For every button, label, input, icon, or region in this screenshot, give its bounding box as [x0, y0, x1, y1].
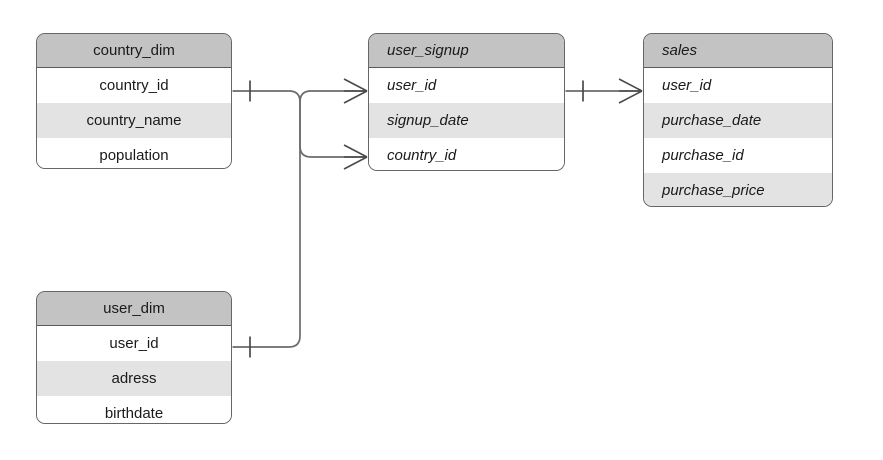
- attribute-list-country-dim: country_id country_name population: [37, 68, 231, 168]
- entity-user-dim[interactable]: user_dim user_id adress birthdate: [36, 291, 232, 424]
- cardinality-many-crowfoot-user-signup-country-id: [343, 144, 368, 170]
- relationship-user-signup-to-sales[interactable]: [565, 78, 643, 104]
- attribute-row-population[interactable]: population: [37, 138, 231, 168]
- attribute-row-purchase-id[interactable]: purchase_id: [644, 138, 832, 173]
- relationship-line-user-dim-to-user-signup: [232, 90, 367, 348]
- entity-title-user-signup: user_signup: [369, 34, 564, 68]
- attribute-row-user-id[interactable]: user_id: [369, 68, 564, 103]
- attribute-list-sales: user_id purchase_date purchase_id purcha…: [644, 68, 832, 206]
- attribute-row-purchase-price[interactable]: purchase_price: [644, 173, 832, 206]
- entity-country-dim[interactable]: country_dim country_id country_name popu…: [36, 33, 232, 169]
- relationship-country-dim-to-user-signup[interactable]: [232, 80, 368, 170]
- attribute-row-purchase-date[interactable]: purchase_date: [644, 103, 832, 138]
- attribute-row-country-id[interactable]: country_id: [37, 68, 231, 103]
- relationship-user-dim-to-user-signup[interactable]: [232, 78, 368, 358]
- relationship-line-country-dim-to-user-signup: [232, 90, 367, 158]
- attribute-list-user-dim: user_id adress birthdate: [37, 326, 231, 423]
- attribute-row-adress[interactable]: adress: [37, 361, 231, 396]
- attribute-row-birthdate[interactable]: birthdate: [37, 396, 231, 423]
- cardinality-many-crowfoot-user-signup-user-id: [343, 78, 368, 104]
- entity-title-sales: sales: [644, 34, 832, 68]
- attribute-row-signup-date[interactable]: signup_date: [369, 103, 564, 138]
- attribute-row-sales-user-id[interactable]: user_id: [644, 68, 832, 103]
- attribute-list-user-signup: user_id signup_date country_id: [369, 68, 564, 170]
- attribute-row-country-id-fk[interactable]: country_id: [369, 138, 564, 170]
- attribute-row-user-dim-user-id[interactable]: user_id: [37, 326, 231, 361]
- attribute-row-country-name[interactable]: country_name: [37, 103, 231, 138]
- entity-sales[interactable]: sales user_id purchase_date purchase_id …: [643, 33, 833, 207]
- entity-title-user-dim: user_dim: [37, 292, 231, 326]
- cardinality-many-crowfoot-sales-user-id: [618, 78, 643, 104]
- entity-user-signup[interactable]: user_signup user_id signup_date country_…: [368, 33, 565, 171]
- entity-title-country-dim: country_dim: [37, 34, 231, 68]
